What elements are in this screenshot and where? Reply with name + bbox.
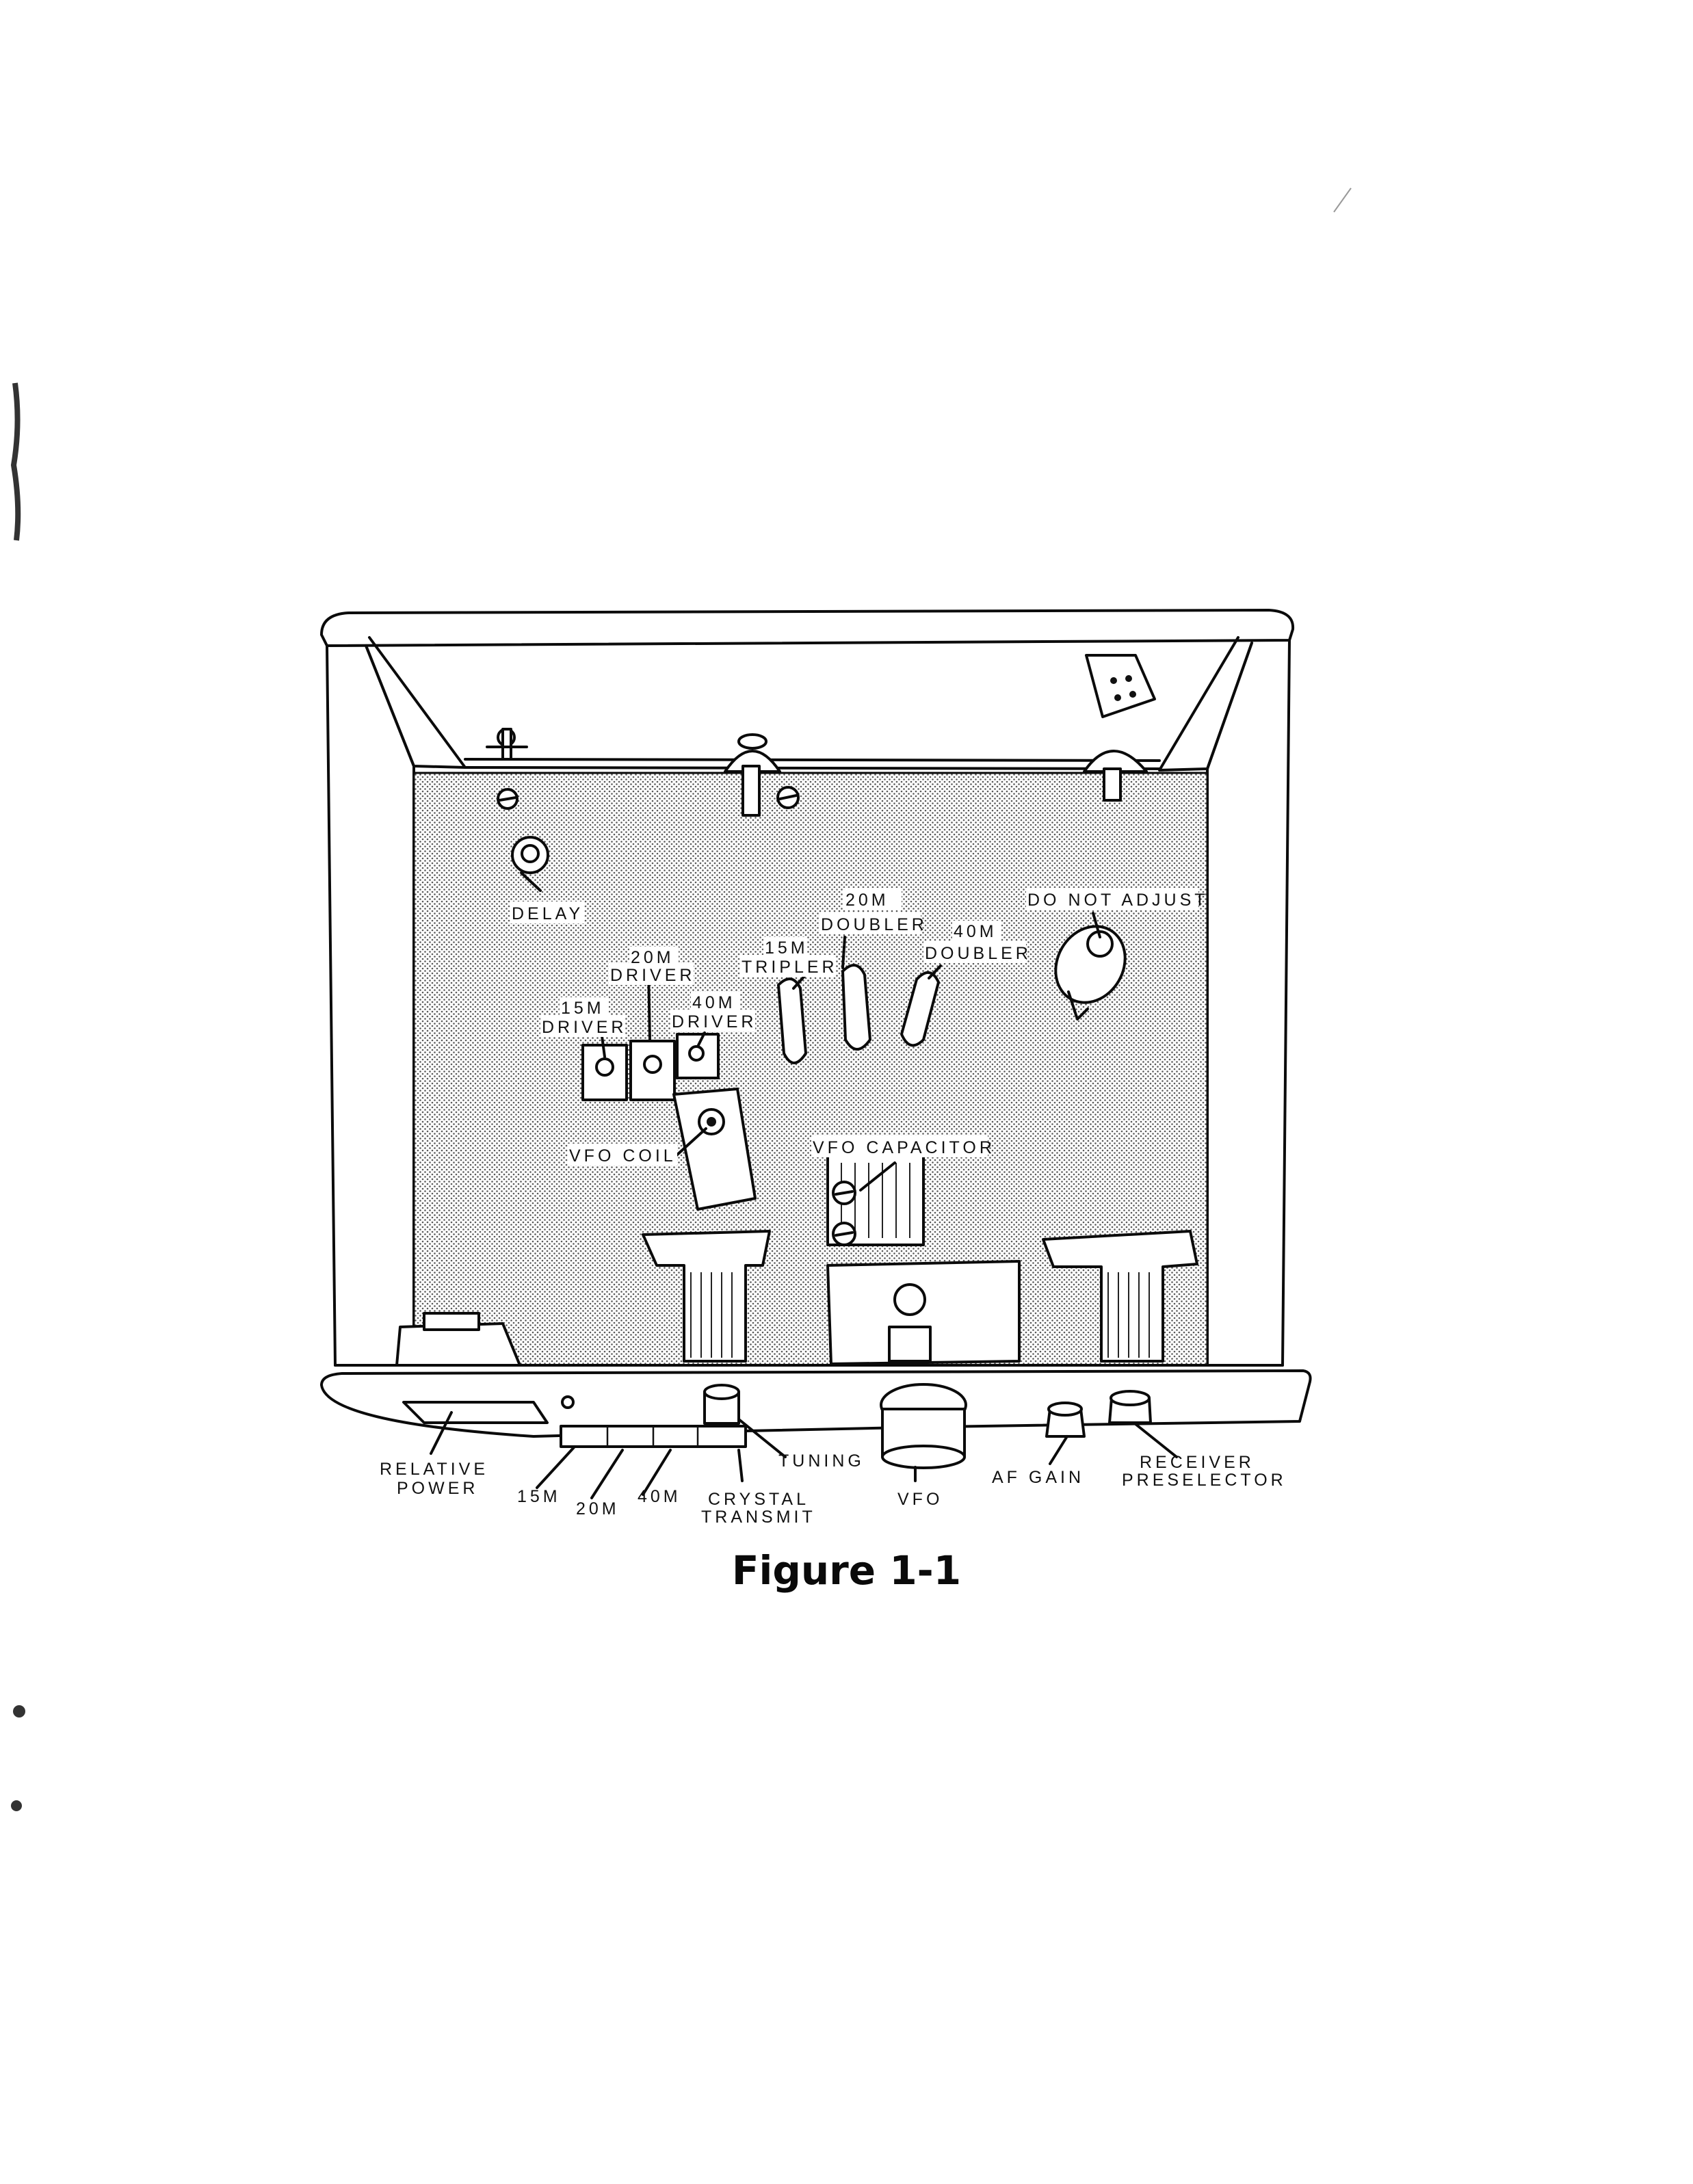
label-20m-doubler-line1: 20M [845,891,889,910]
label-band-15m: 15M [517,1487,561,1506]
label-40m-driver-line1: 40M [692,993,736,1012]
label-af-gain: AF GAIN [992,1468,1084,1487]
label-relative-power-line1: RELATIVE [380,1460,488,1479]
multiplier-slugs [777,964,940,1064]
label-40m-doubler-line1: 40M [954,922,997,941]
label-band-40m: 40M [638,1487,681,1506]
label-20m-doubler-line2: DOUBLER [821,915,928,934]
callout-labels: DELAY DO NOT ADJUST 20M DOUBLER 15M TRIP… [380,888,1287,1527]
label-vfo-coil: VFO COIL [569,1146,677,1166]
label-band-20m: 20M [576,1499,620,1518]
label-do-not-adjust: DO NOT ADJUST [1027,891,1209,910]
label-delay: DELAY [512,904,583,923]
label-crystal-transmit-line1: CRYSTAL [708,1490,809,1509]
driver-coils [581,1033,720,1101]
do-not-adjust-trimmer [1054,925,1127,1021]
rear-sockets [486,654,1156,817]
label-20m-driver-line2: DRIVER [610,966,695,985]
label-vfo: VFO [897,1490,943,1509]
delay-potentiometer [511,836,549,892]
label-vfo-capacitor: VFO CAPACITOR [813,1138,995,1157]
front-panel-controls [402,1383,1152,1469]
label-receiver-preselector-line1: RECEIVER [1140,1453,1255,1472]
label-15m-tripler-line1: 15M [765,938,809,958]
leader-lines [430,912,1178,1499]
label-40m-driver-line2: DRIVER [672,1012,757,1031]
tuning-capacitors [395,1230,1198,1367]
label-15m-driver-line2: DRIVER [542,1018,627,1037]
label-15m-driver-line1: 15M [561,999,605,1018]
figure-caption: Figure 1-1 [731,1547,962,1594]
label-15m-tripler-line2: TRIPLER [741,958,838,977]
label-crystal-transmit-line2: TRANSMIT [701,1508,816,1527]
label-40m-doubler-line2: DOUBLER [925,944,1032,963]
label-tuning: TUNING [778,1451,865,1471]
chassis [320,609,1312,1438]
scan-marks [10,187,1352,1811]
vfo-capacitor [826,1155,925,1246]
label-relative-power-line2: POWER [397,1479,478,1498]
label-receiver-preselector-line2: PRESELECTOR [1122,1471,1287,1490]
